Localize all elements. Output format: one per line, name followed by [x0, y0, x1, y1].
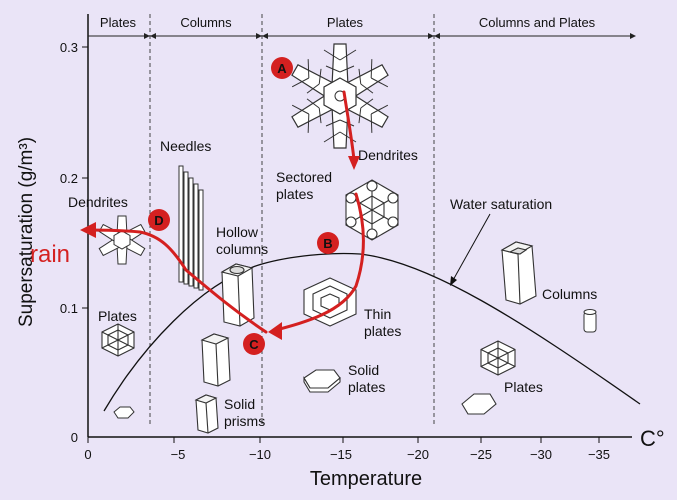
- x-axis-title: Temperature: [310, 468, 422, 490]
- region-arrows: [88, 33, 636, 39]
- label-dendrites-left: Dendrites: [68, 194, 128, 210]
- arrowhead: [428, 33, 434, 39]
- trajectory-arrowhead-c: [80, 222, 96, 238]
- x-tick-label: −15: [330, 447, 352, 462]
- x-tick-label: 0: [84, 447, 91, 462]
- arrowhead: [630, 33, 636, 39]
- label-water-saturation: Water saturation: [450, 196, 552, 212]
- solid-prism-crystal: [194, 394, 219, 434]
- label-plates-left: Plates: [98, 308, 137, 324]
- marker-a-label: A: [277, 61, 287, 76]
- x-axis-unit: C°: [640, 426, 665, 451]
- x-tick-label: −10: [249, 447, 271, 462]
- solid-plate-crystal: [303, 369, 341, 393]
- region-label-columns: Columns: [180, 15, 232, 30]
- trajectory-arrowhead-a: [348, 156, 360, 170]
- label-thin-plates-line2: plates: [364, 323, 401, 339]
- dendrite-crystal-large: [291, 43, 389, 149]
- y-tick-label: 0.1: [60, 301, 78, 316]
- label-solid-prisms-line1: Solid: [224, 396, 255, 412]
- x-tick-label: −30: [530, 447, 552, 462]
- region-label-plates-1: Plates: [100, 15, 137, 30]
- hollow-column-crystal: [220, 263, 255, 327]
- label-hollow-columns-line1: Hollow: [216, 224, 259, 240]
- y-ticks: 0.3 0.2 0.1 0: [60, 40, 88, 445]
- label-plates-right: Plates: [504, 379, 543, 395]
- arrowhead: [144, 33, 150, 39]
- label-solid-prisms-line2: prisms: [224, 413, 265, 429]
- y-tick-label: 0.3: [60, 40, 78, 55]
- label-solid-plates-line2: plates: [348, 379, 385, 395]
- region-labels: Plates Columns Plates Columns and Plates: [100, 15, 596, 30]
- marker-b: B: [317, 232, 339, 254]
- trajectory-arrowhead-b: [268, 322, 282, 340]
- label-sectored-plates-line1: Sectored: [276, 169, 332, 185]
- solid-plate-crystal-right: [461, 393, 497, 415]
- water-saturation-pointer-head: [450, 276, 457, 286]
- y-tick-label: 0.2: [60, 171, 78, 186]
- column-crystal-right-large: [500, 241, 537, 305]
- marker-a: A: [271, 57, 293, 79]
- plate-crystal-left: [101, 323, 135, 357]
- trajectory-markers: A B C D: [148, 57, 339, 355]
- arrowhead: [256, 33, 262, 39]
- dendrite-crystal-small: [98, 215, 146, 265]
- x-tick-label: −35: [588, 447, 610, 462]
- plate-crystal-right: [480, 340, 516, 376]
- arrowhead: [434, 33, 440, 39]
- y-axis-title: Supersaturation (g/m³): [16, 137, 37, 327]
- water-saturation-curve: [103, 252, 641, 412]
- label-columns-right: Columns: [542, 286, 597, 302]
- plate-crystal-tiny: [113, 406, 135, 419]
- rain-label: rain: [30, 241, 70, 268]
- region-label-columns-and-plates: Columns and Plates: [479, 15, 596, 30]
- label-hollow-columns-line2: columns: [216, 241, 268, 257]
- trajectory-segment-c: [84, 228, 268, 334]
- needle-crystals: [178, 165, 204, 291]
- arrowhead: [150, 33, 156, 39]
- crystal-trajectory: [84, 90, 365, 334]
- trajectory-segment-b: [274, 192, 365, 332]
- region-label-plates-2: Plates: [327, 15, 364, 30]
- marker-d: D: [148, 209, 170, 231]
- column-crystal-right-small: [583, 309, 597, 333]
- sectored-plate-crystal: [345, 179, 399, 241]
- marker-d-label: D: [154, 213, 163, 228]
- marker-b-label: B: [323, 236, 332, 251]
- label-solid-plates-line1: Solid: [348, 362, 379, 378]
- label-sectored-plates-line2: plates: [276, 186, 313, 202]
- water-saturation-pointer: [451, 213, 491, 283]
- x-tick-label: −5: [171, 447, 186, 462]
- label-dendrites-top: Dendrites: [358, 147, 418, 163]
- label-thin-plates-line1: Thin: [364, 306, 391, 322]
- label-needles: Needles: [160, 138, 211, 154]
- x-tick-label: −25: [470, 447, 492, 462]
- x-tick-label: −20: [407, 447, 429, 462]
- x-ticks: 0 −5 −10 −15 −20 −25 −30 −35: [84, 437, 610, 462]
- trajectory-segment-a: [342, 90, 356, 162]
- y-tick-label: 0: [71, 430, 78, 445]
- thin-plate-crystal: [303, 277, 357, 327]
- marker-c: C: [243, 333, 265, 355]
- arrowhead: [262, 33, 268, 39]
- marker-c-label: C: [249, 337, 259, 352]
- column-crystal-mid: [200, 333, 231, 387]
